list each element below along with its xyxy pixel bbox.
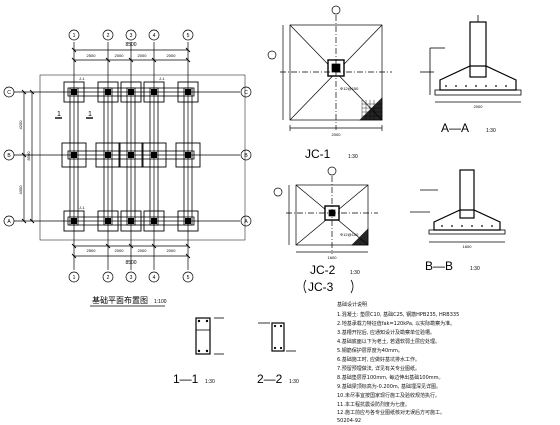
section-tag: 1 <box>57 111 61 118</box>
foundation-plan <box>3 29 252 283</box>
grid-bubble-label: 4 <box>153 33 156 39</box>
notes-line: 3.基槽开挖后, 应通知设计及勘察单位验槽。 <box>337 329 435 336</box>
design-notes: 基础设计说明 1.混凝土: 垫层C10, 基础C25, 钢筋HPB235, HR… <box>337 301 459 424</box>
aa-dim: 2000 <box>474 104 484 109</box>
grid-bubble-label: C <box>244 90 248 96</box>
aa-title: A—A <box>441 121 469 135</box>
grid-bubble-label: 3 <box>130 33 133 39</box>
notes-heading: 基础设计说明 <box>337 301 367 308</box>
aa-scale: 1:30 <box>486 128 496 134</box>
plan-left-dim: 4200 <box>18 120 23 130</box>
grid-bubble-label: B <box>244 153 248 159</box>
plan-bottom-dim: 2000 <box>115 248 125 253</box>
notes-line: 12.施工前应与各专业图纸核对无误后方可施工。 <box>337 409 445 416</box>
jc2-note: Φ12@150 <box>340 232 359 237</box>
jc2-title: JC-2 <box>310 263 336 277</box>
grid-bubble-label: 3 <box>130 275 133 281</box>
grid-bubble-label: 1 <box>73 275 76 281</box>
notes-line: 1.混凝土: 垫层C10, 基础C25, 钢筋HPB235, HRB335 <box>337 311 459 318</box>
bb-title: B—B <box>425 259 453 273</box>
plan-left-total: 8500 <box>26 151 31 161</box>
bb-dim: 1600 <box>463 244 473 249</box>
jc3-title: JC-3 <box>308 280 334 294</box>
column-tag: J-1 <box>159 76 165 81</box>
notes-line: 50204-92 <box>337 418 361 424</box>
jc2-scale: 1:30 <box>350 270 360 276</box>
s11-scale: 1:30 <box>205 379 215 385</box>
notes-line: 11.本工程抗震设防烈度为七度。 <box>337 401 410 408</box>
column-tag: J-1 <box>79 76 85 81</box>
section-aa <box>420 15 522 103</box>
section-22 <box>258 322 296 352</box>
jc1-dim: 2000 <box>332 132 342 137</box>
jc2-plan <box>273 166 378 254</box>
s22-scale: 1:30 <box>289 379 299 385</box>
jc2-dim: 1600 <box>328 255 338 260</box>
grid-bubble-label: A <box>244 219 248 225</box>
notes-line: 9.基础梁顶标高为-0.200m, 基础埋深见详图。 <box>337 383 441 390</box>
notes-line: 10.未尽事宜按国家现行施工及验收规范执行。 <box>337 392 440 399</box>
plan-title: 基础平面布置图 <box>92 295 148 305</box>
grid-bubble-label: B <box>7 153 11 159</box>
grid-bubble-label: 4 <box>153 275 156 281</box>
grid-bubble-label: A <box>7 219 11 225</box>
plan-bottom-dim: 2000 <box>167 248 177 253</box>
section-11 <box>195 317 224 355</box>
plan-top-dim: 2500 <box>87 53 97 58</box>
plan-bottom-dim: 2500 <box>87 248 97 253</box>
notes-line: 2.地基承载力特征值fak=120kPa, 以实际勘察为准。 <box>337 320 455 327</box>
notes-line: 5.钢筋保护层厚度为40mm。 <box>337 347 403 354</box>
column-tag: J-1 <box>79 205 85 210</box>
s11-title: 1—1 <box>173 372 199 386</box>
plan-scale: 1:100 <box>154 299 167 305</box>
plan-bottom-total: 8500 <box>125 260 136 266</box>
jc1-title: JC-1 <box>305 147 331 161</box>
notes-line: 7.预留预埋做法, 详见有关专业图纸。 <box>337 365 420 372</box>
grid-bubble-label: 1 <box>73 33 76 39</box>
section-tag: 1 <box>88 111 92 118</box>
jc1-note: Φ12@150 <box>340 86 359 91</box>
plan-bottom-dim: 2000 <box>138 248 148 253</box>
plan-top-total: 8500 <box>125 42 136 48</box>
plan-top-dim: 2000 <box>167 53 177 58</box>
plan-top-dim: 2000 <box>138 53 148 58</box>
s22-title: 2—2 <box>257 372 283 386</box>
notes-line: 4.基础底面以下为老土, 若遇软弱土层应处理。 <box>337 338 440 345</box>
plan-left-dim: 4300 <box>18 185 23 195</box>
plan-labels: 8500 2500 2000 2000 2000 2500 2000 2000 … <box>7 33 248 307</box>
notes-line: 6.基础施工时, 应做好基坑排水工作。 <box>337 356 420 363</box>
plan-top-dim: 2000 <box>115 53 125 58</box>
bb-scale: 1:30 <box>470 266 480 272</box>
grid-bubble-label: 2 <box>107 33 110 39</box>
grid-bubble-label: 5 <box>187 33 190 39</box>
grid-bubble-label: 5 <box>187 275 190 281</box>
notes-line: 8.基础垫层厚100mm, 每边伸出基础100mm。 <box>337 374 444 381</box>
grid-bubble-label: 2 <box>107 275 110 281</box>
grid-bubble-label: C <box>7 90 11 96</box>
section-bb <box>410 169 506 243</box>
jc1-plan <box>267 5 392 131</box>
jc1-scale: 1:30 <box>348 154 358 160</box>
